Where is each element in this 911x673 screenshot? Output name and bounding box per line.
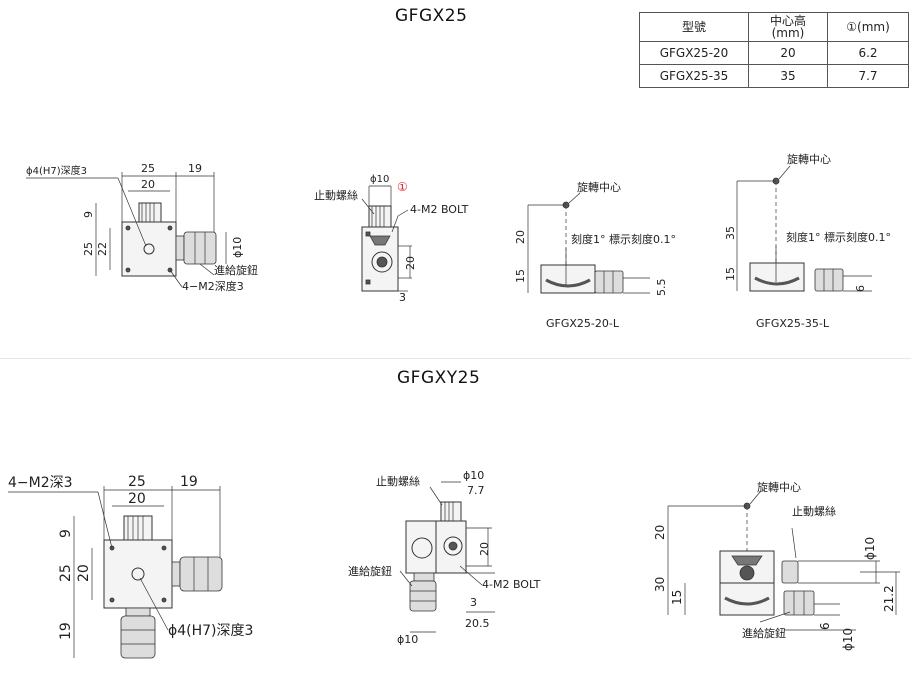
dim-label: 20	[514, 230, 527, 244]
cell-model: GFGX25-20	[639, 41, 749, 65]
cell-height: 20	[748, 41, 828, 65]
label-rotation-center: 旋轉中心	[757, 480, 801, 494]
dim-label: 19	[180, 474, 198, 490]
gfgx25-20-l-view: 旋轉中心 刻度1° 標示刻度0.1° 20 15 5.5 GFGX25-20-L	[514, 180, 676, 330]
dim-label: 30	[653, 577, 667, 592]
dim-label: 19	[58, 622, 74, 640]
dim-label: ϕ10	[397, 633, 418, 646]
dim-label: 9	[58, 529, 74, 538]
dim-label: 25	[128, 474, 146, 490]
cell-dim: 7.7	[827, 64, 909, 88]
circled-one: ①	[397, 180, 408, 194]
dim-label: ϕ10	[370, 174, 389, 185]
dim-label: 22	[96, 242, 109, 256]
dim-label: 6	[818, 622, 832, 630]
label-feed-knob: 進給旋鈕	[214, 263, 258, 277]
dim-label: 15	[514, 269, 527, 283]
feed-knob	[409, 580, 437, 612]
side-center	[371, 251, 393, 273]
title-gfgx25: GFGX25	[395, 6, 468, 26]
dim-label: 3	[399, 291, 406, 304]
label-phi4-b: ϕ4(H7)深度3	[168, 623, 253, 639]
label-m2-bolt: 4-M2 BOLT	[482, 578, 541, 591]
gfgxy25-top-view: 25 19 20 9 25 20 19 4−M2深3 ϕ4(H7)深度3	[8, 474, 253, 659]
dim-label: 6	[854, 285, 867, 292]
dim-label: 15	[670, 590, 684, 605]
gfgx25-top-view: 25 19 20 9 25 22 ϕ10 ϕ4(H7)深度3 進給旋鈕 4−M2…	[26, 162, 258, 293]
gfgxy25-goniometer-view: 旋轉中心 止動螺絲 進給旋鈕 20 30 15 ϕ10 21.2 6 ϕ10	[653, 480, 900, 651]
dim-label: 20	[478, 542, 491, 556]
label-rotation-center: 旋轉中心	[577, 180, 621, 194]
header-model: 型號	[639, 12, 749, 42]
header-center-height-label: 中心高 (mm)	[769, 14, 806, 40]
dim-label: 35	[724, 226, 737, 240]
dim-label: ϕ10	[863, 537, 877, 560]
dim-label: ϕ10	[231, 237, 244, 258]
header-center-height: 中心高 (mm)	[748, 12, 828, 42]
dim-label: 25	[82, 242, 95, 256]
label-scale: 刻度1° 標示刻度0.1°	[786, 230, 891, 244]
dim-label: 20	[141, 178, 155, 191]
table-row: GFGX25-35 35 7.7	[639, 64, 909, 88]
label-feed-knob: 進給旋鈕	[742, 626, 786, 640]
dim-label: 25	[141, 162, 155, 175]
label-lock-screw: 止動螺絲	[376, 474, 420, 488]
dim-label: 5.5	[655, 279, 668, 297]
dim-label: 20.5	[465, 617, 490, 630]
y-feed-knob	[120, 615, 156, 659]
gfgx25-35-l-view: 旋轉中心 刻度1° 標示刻度0.1° 35 15 6 GFGX25-35-L	[724, 152, 891, 330]
dim-label: ϕ10	[463, 469, 484, 482]
cell-height: 35	[748, 64, 828, 88]
dim-label: 3	[470, 596, 477, 609]
cell-dim: 6.2	[827, 41, 909, 65]
dim-label: 20	[76, 564, 92, 582]
label-phi4: ϕ4(H7)深度3	[26, 164, 87, 177]
title-gfgxy25: GFGXY25	[397, 368, 481, 388]
label-scale: 刻度1° 標示刻度0.1°	[571, 232, 676, 246]
xy-stage-body	[103, 539, 173, 609]
dim-label: 20	[653, 525, 667, 540]
dim-label: ϕ10	[841, 628, 855, 651]
label-model-20-l: GFGX25-20-L	[546, 317, 620, 330]
dim-label: 20	[404, 256, 417, 270]
goniometer-body	[540, 264, 596, 294]
section-divider	[0, 358, 911, 359]
dim-label: 15	[724, 267, 737, 281]
center-hole	[143, 243, 155, 255]
label-feed-knob: 進給旋鈕	[348, 564, 392, 578]
label-rotation-center: 旋轉中心	[787, 152, 831, 166]
dim-label: 7.7	[467, 484, 485, 497]
header-dim-one: ①(mm)	[827, 12, 909, 42]
label-m2-deep3: 4−M2深3	[8, 475, 73, 491]
cell-model: GFGX25-35	[639, 64, 749, 88]
label-lock-screw: 止動螺絲	[314, 188, 358, 202]
label-model-35-l: GFGX25-35-L	[756, 317, 830, 330]
dim-label: 20	[128, 491, 146, 507]
gfgx25-side-view: ϕ10 ① 止動螺絲 4-M2 BOLT 20 3	[314, 174, 469, 304]
stage-body	[121, 221, 177, 277]
gfgxy25-side-view: ϕ10 7.7 止動螺絲 20 4-M2 BOLT 進給旋鈕 3 20.5 ϕ1…	[348, 469, 541, 646]
goniometer-body	[749, 262, 805, 292]
label-lock-screw: 止動螺絲	[792, 504, 836, 518]
dim-label: 25	[58, 564, 74, 582]
label-m2: 4−M2深度3	[182, 279, 244, 293]
x-feed-knob	[179, 556, 223, 592]
feed-knob	[183, 231, 217, 265]
dim-label: 9	[82, 211, 95, 218]
label-m2-bolt: 4-M2 BOLT	[410, 203, 469, 216]
dim-label: 19	[188, 162, 202, 175]
dim-label: 21.2	[882, 585, 896, 612]
table-row: GFGX25-20 20 6.2	[639, 41, 909, 65]
spec-table: 型號 中心高 (mm) ①(mm) GFGX25-20 20 6.2 GFGX2…	[639, 12, 909, 88]
